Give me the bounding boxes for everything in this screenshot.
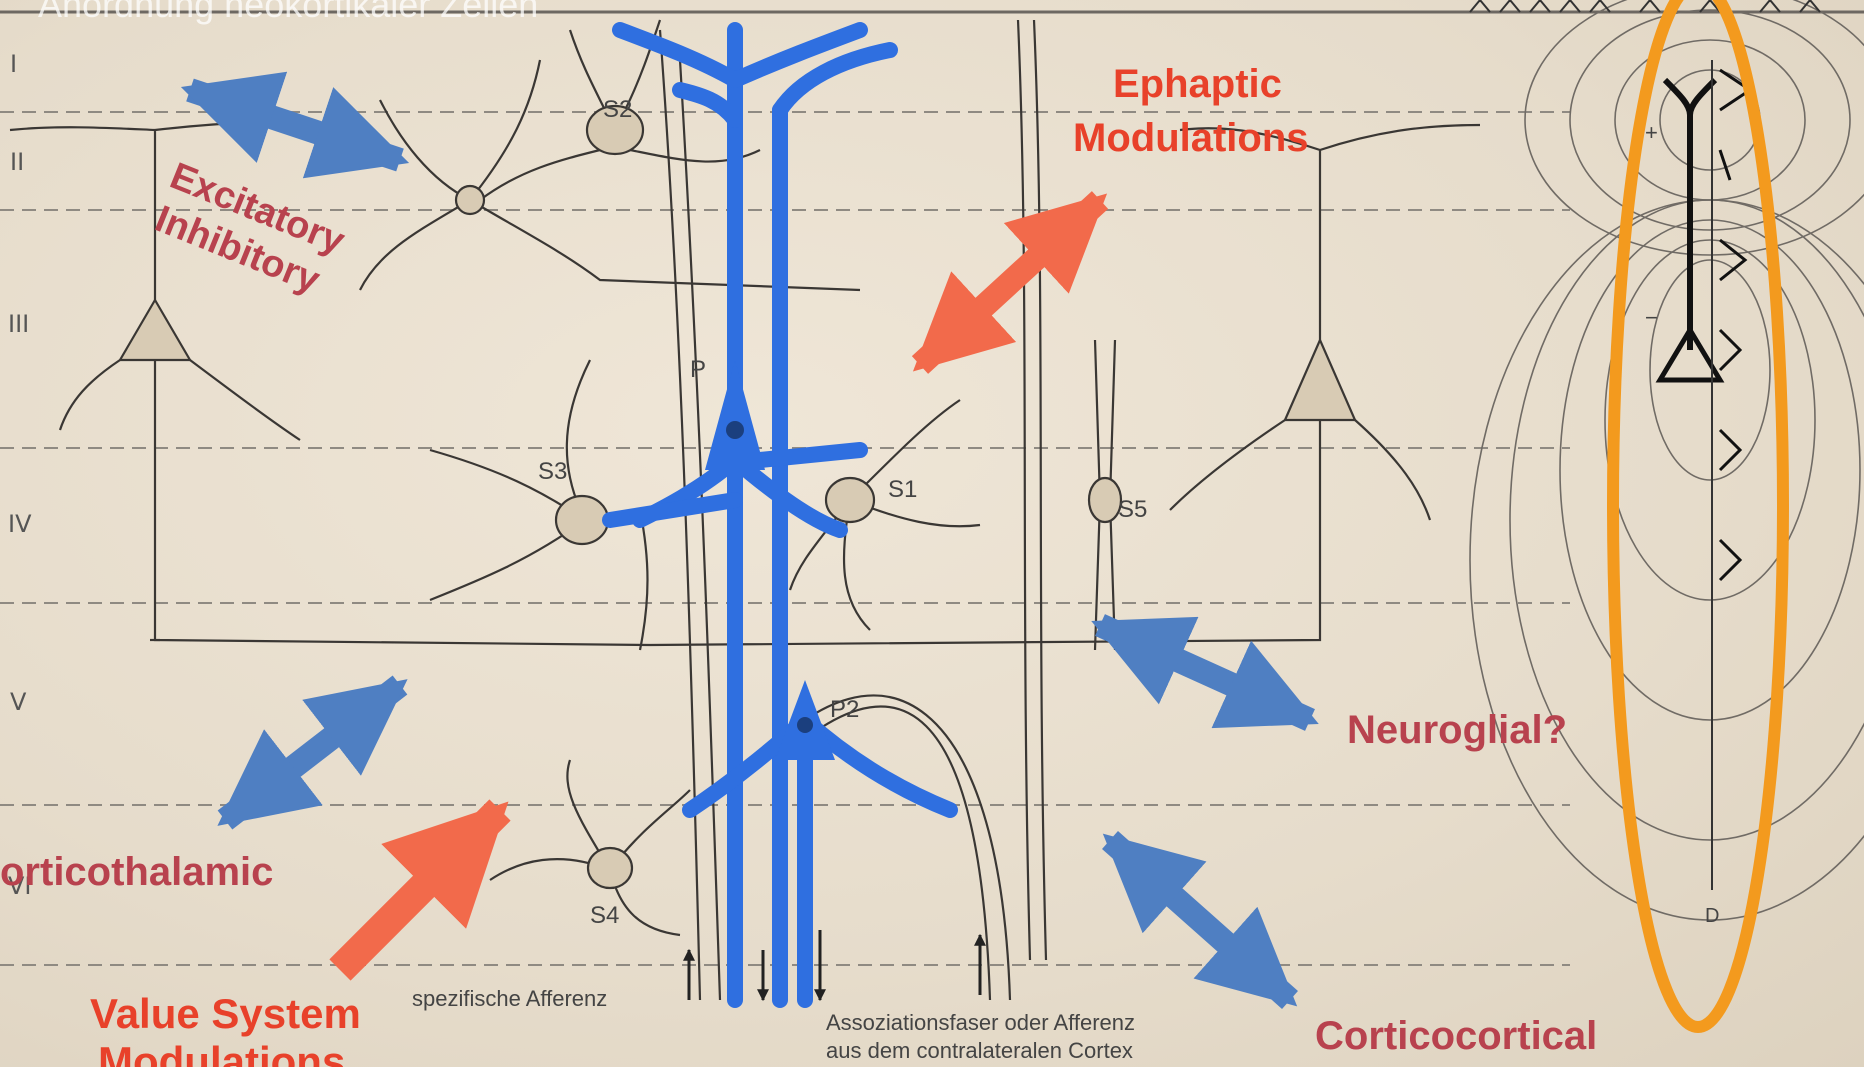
- dipole-highlight-ellipse: [1613, 0, 1783, 1027]
- ephaptic-arrow: [920, 200, 1100, 365]
- corticocortical-arrow: [1110, 840, 1290, 1000]
- field-bottom-label: D: [1705, 905, 1719, 928]
- label-ephaptic-line-1: Ephaptic: [1113, 62, 1282, 107]
- value-system-arrow: [340, 810, 500, 970]
- corticothalamic-arrow: [225, 685, 400, 820]
- surface-spikes: [1470, 0, 1820, 12]
- field-plus-label: +: [1645, 120, 1658, 145]
- cell-label-s5: S5: [1118, 496, 1147, 524]
- label-corticocortical: Corticocortical: [1315, 1014, 1597, 1059]
- caption-association-line-1: Assoziationsfaser oder Afferenz: [826, 1010, 1135, 1035]
- layer-label-4: IV: [8, 510, 32, 538]
- cell-label-s4: S4: [590, 902, 619, 930]
- caption-association-line-2: aus dem contralateralen Cortex: [826, 1038, 1133, 1063]
- highlighted-pyramidal-neurons: [610, 30, 950, 1000]
- layer-label-3: III: [8, 310, 29, 338]
- annotation-arrows: [190, 90, 1310, 1000]
- dipole-neuron-glyph: [1660, 70, 1750, 580]
- label-corticothalamic: orticothalamic: [0, 850, 273, 895]
- layer-label-1: I: [10, 50, 17, 78]
- p-nucleus: [726, 421, 744, 439]
- faint-slide-title: Anordnung neokortikaler Zellen: [38, 0, 538, 26]
- neuron-somata: [705, 360, 835, 760]
- label-neuroglial: Neuroglial?: [1347, 708, 1567, 753]
- cell-label-p2: P2: [830, 696, 859, 724]
- cell-label-s2: S2: [603, 96, 632, 124]
- layer-label-5: V: [10, 688, 26, 716]
- field-minus-label: −: [1645, 305, 1658, 330]
- field-potential-lines: [1470, 0, 1864, 920]
- cell-label-p: P: [690, 356, 706, 384]
- label-ephaptic-line-2: Modulations: [1073, 116, 1309, 161]
- cell-label-s3: S3: [538, 458, 567, 486]
- label-value-system-line-1: Value System: [90, 990, 361, 1038]
- p2-nucleus: [797, 717, 813, 733]
- label-value-system-line-2: Modulations: [98, 1038, 345, 1067]
- layer-label-2: II: [10, 148, 24, 176]
- cell-label-s1: S1: [888, 476, 917, 504]
- caption-specific-afferent: spezifische Afferenz: [412, 986, 607, 1011]
